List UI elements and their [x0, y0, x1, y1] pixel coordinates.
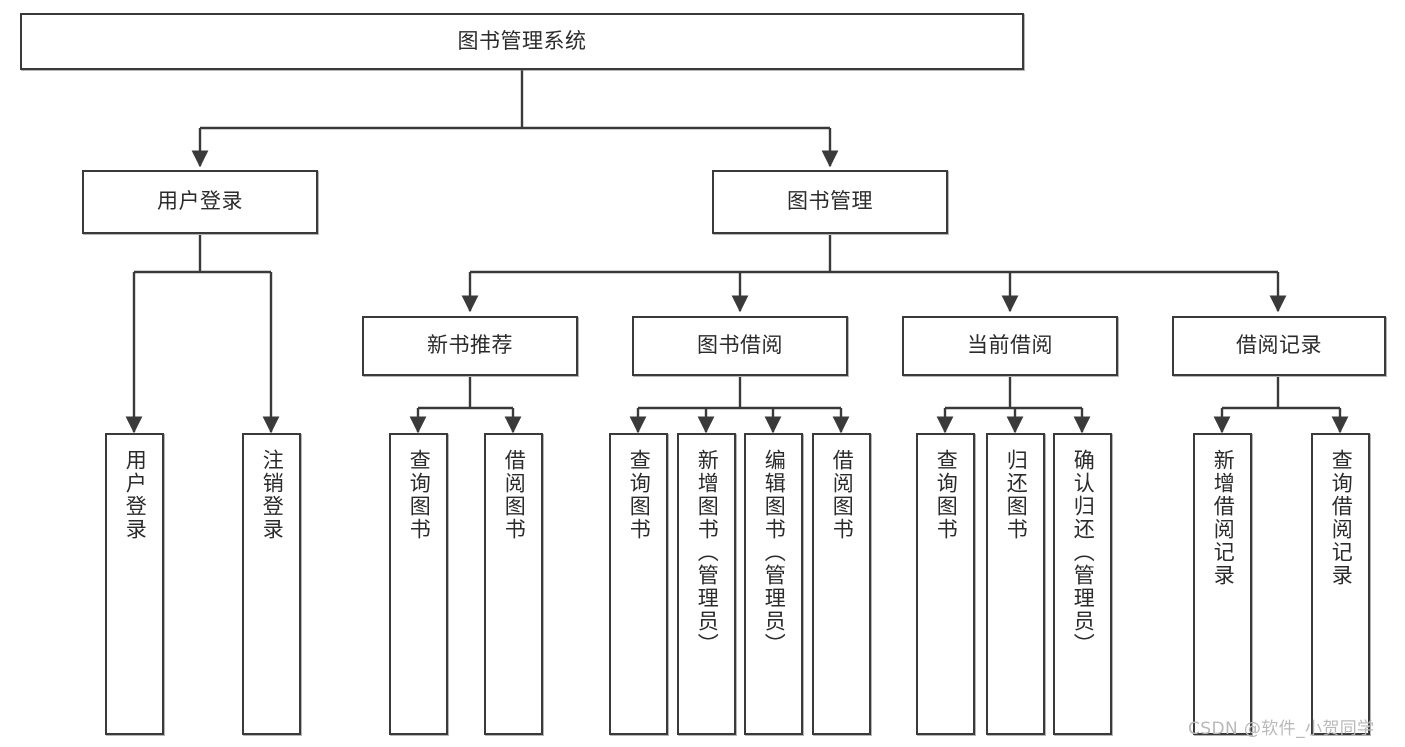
node-leaf-logout[interactable]: 注销登录 [242, 433, 301, 735]
node-root-system[interactable]: 图书管理系统 [20, 13, 1024, 70]
node-label: 查询图书 [934, 449, 959, 541]
node-leaf-add-record[interactable]: 新增借阅记录 [1193, 433, 1252, 735]
node-current-borrow[interactable]: 当前借阅 [902, 316, 1118, 376]
node-label: 注销登录 [260, 449, 285, 541]
node-leaf-query-book-3[interactable]: 查询图书 [916, 433, 975, 735]
node-label: 新书推荐 [427, 333, 513, 358]
node-label: 查询借阅记录 [1329, 449, 1354, 587]
node-label: 查询图书 [407, 449, 432, 541]
node-new-book-recommend[interactable]: 新书推荐 [362, 316, 578, 376]
node-label: 归还图书 [1004, 449, 1029, 541]
csdn-watermark: CSDN @软件_小贺同学 [1188, 719, 1375, 739]
node-label: 当前借阅 [967, 333, 1053, 358]
node-leaf-return-book[interactable]: 归还图书 [986, 433, 1045, 735]
node-label: 图书管理 [787, 189, 873, 214]
node-leaf-edit-book[interactable]: 编辑图书（管理员） [744, 433, 803, 735]
node-leaf-add-book[interactable]: 新增图书（管理员） [677, 433, 736, 735]
node-label: 借阅记录 [1236, 333, 1322, 358]
node-label: 图书管理系统 [457, 28, 587, 53]
node-leaf-query-record[interactable]: 查询借阅记录 [1311, 433, 1370, 735]
node-label: 图书借阅 [697, 333, 783, 358]
node-book-borrow[interactable]: 图书借阅 [632, 316, 848, 376]
node-user-login[interactable]: 用户登录 [82, 170, 318, 234]
node-borrow-record[interactable]: 借阅记录 [1172, 316, 1386, 376]
node-label: 用户登录 [157, 189, 243, 214]
node-leaf-confirm-return[interactable]: 确认归还（管理员） [1053, 433, 1112, 735]
node-label: 借阅图书 [502, 449, 527, 541]
node-book-manage[interactable]: 图书管理 [712, 170, 948, 234]
node-label: 新增图书（管理员） [695, 449, 720, 656]
node-label: 用户登录 [123, 449, 148, 541]
node-label: 借阅图书 [830, 449, 855, 541]
node-leaf-user-login[interactable]: 用户登录 [105, 433, 164, 735]
node-label: 确认归还（管理员） [1071, 449, 1096, 656]
node-label: 新增借阅记录 [1211, 449, 1236, 587]
node-leaf-query-book-1[interactable]: 查询图书 [389, 433, 448, 735]
node-leaf-borrow-book-2[interactable]: 借阅图书 [812, 433, 871, 735]
node-leaf-borrow-book-1[interactable]: 借阅图书 [484, 433, 543, 735]
node-label: 查询图书 [627, 449, 652, 541]
node-label: 编辑图书（管理员） [762, 449, 787, 656]
node-leaf-query-book-2[interactable]: 查询图书 [609, 433, 668, 735]
